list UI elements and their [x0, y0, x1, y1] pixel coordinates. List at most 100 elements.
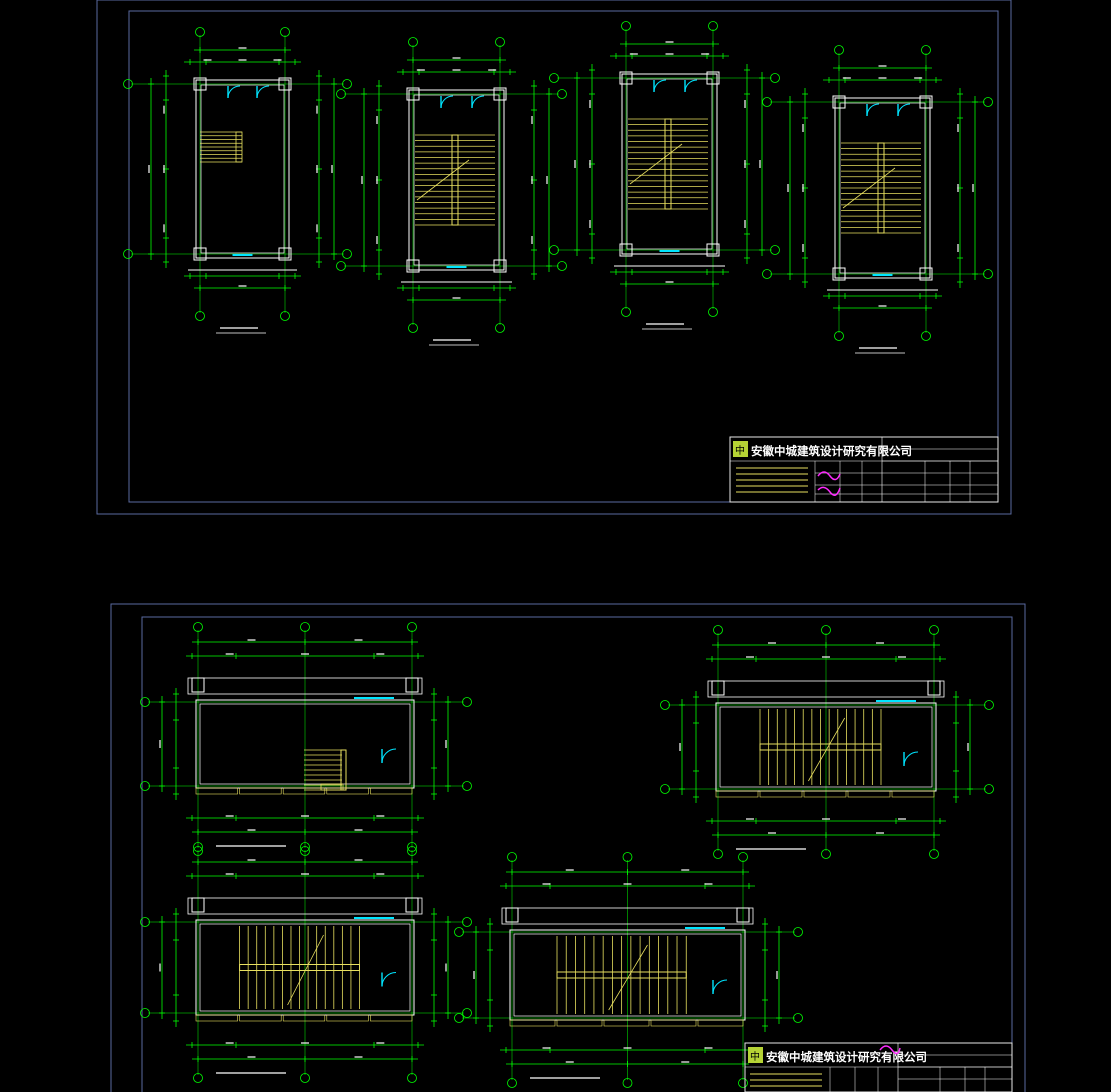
- wall-segment: [891, 790, 935, 798]
- axis-bubble-left: [140, 697, 150, 707]
- axis-bubble-bottom: [713, 849, 723, 859]
- axis-bubble-top: [713, 625, 723, 635]
- structural-column: [406, 87, 420, 101]
- axis-bubble-bottom: [495, 323, 505, 333]
- handrail: [556, 971, 687, 979]
- stair-plan-3: [549, 21, 780, 330]
- structural-column: [405, 677, 419, 693]
- axis-bubble-bottom: [408, 323, 418, 333]
- canopy-outline: [501, 907, 754, 925]
- structural-column: [278, 247, 292, 261]
- wall-segment: [195, 787, 238, 795]
- axis-bubble-right: [462, 917, 472, 927]
- axis-bubble-right: [793, 927, 803, 937]
- axis-bubble-left: [140, 1008, 150, 1018]
- axis-bubble-right: [462, 1008, 472, 1018]
- sheet-1-outer-border: [96, 0, 1012, 515]
- axis-bubble-bottom: [921, 331, 931, 341]
- axis-bubble-top: [621, 21, 631, 31]
- wall-segment: [195, 1014, 238, 1022]
- door-swing: [897, 103, 911, 117]
- axis-bubble-left: [762, 97, 772, 107]
- company-name: 安徽中城建筑设计研究有限公司: [766, 1050, 927, 1064]
- break-line: [287, 934, 324, 1006]
- structural-column: [711, 680, 725, 696]
- sheet-2-stair-plans: [140, 622, 994, 1088]
- structural-column: [927, 680, 941, 696]
- axis-bubble-top: [821, 625, 831, 635]
- door-arc: [381, 972, 397, 987]
- structural-column: [736, 907, 750, 923]
- wall-inner: [626, 78, 713, 250]
- structural-column: [619, 71, 633, 85]
- structural-column: [919, 95, 933, 109]
- sheet-1: 中 安徽中城建筑设计研究有限公司: [96, 0, 1012, 515]
- axis-bubble-bottom: [407, 1073, 417, 1083]
- axis-bubble-right: [342, 79, 352, 89]
- company-logo: [748, 1047, 763, 1063]
- axis-bubble-right: [462, 781, 472, 791]
- stair-plan-2: [336, 37, 567, 346]
- axis-bubble-top: [495, 37, 505, 47]
- axis-bubble-top: [408, 37, 418, 47]
- axis-bubble-bottom: [622, 1078, 633, 1088]
- wall-inner: [413, 94, 500, 266]
- door-swing: [256, 85, 270, 99]
- door-arc: [653, 79, 667, 93]
- wall-inner: [719, 706, 933, 788]
- door-swing: [903, 751, 919, 767]
- structural-column: [706, 71, 720, 85]
- axis-bubble-left: [549, 73, 559, 83]
- axis-bubble-left: [660, 784, 670, 794]
- axis-bubble-top: [738, 852, 748, 862]
- door-arc: [684, 79, 698, 93]
- wall-segment: [239, 1014, 282, 1022]
- stair-flight: [556, 936, 687, 1014]
- door-arc: [227, 85, 241, 99]
- axis-bubble-bottom: [834, 331, 844, 341]
- axis-bubble-bottom: [280, 311, 290, 321]
- door-swing: [381, 748, 397, 764]
- wall-segment: [370, 787, 413, 795]
- company-logo-text: 中: [735, 444, 745, 457]
- stair-flight: [415, 134, 495, 226]
- structural-column: [832, 95, 846, 109]
- wall-inner: [199, 923, 411, 1012]
- wall-segment: [697, 1019, 744, 1027]
- axis-bubble-bottom: [507, 1078, 517, 1088]
- sheet-2: 中 安徽中城建筑设计研究有限公司: [110, 603, 1026, 1092]
- sheet-1-inner-border: [128, 10, 999, 503]
- sheet-2-outer-border: [110, 603, 1026, 1092]
- stair-flight: [239, 926, 360, 1009]
- wall-segment: [326, 787, 369, 795]
- structural-column: [405, 897, 419, 913]
- axis-bubble-bottom: [738, 1078, 748, 1088]
- canopy-outline: [707, 680, 945, 698]
- axis-bubble-left: [336, 261, 346, 271]
- wall-outline: [195, 79, 290, 259]
- break-line: [608, 944, 648, 1011]
- structural-column: [619, 243, 633, 257]
- handrail: [877, 142, 885, 234]
- door-arc: [903, 751, 919, 767]
- structural-column: [191, 897, 205, 913]
- axis-bubble-left: [140, 781, 150, 791]
- axis-bubble-left: [454, 1013, 464, 1023]
- door-arc: [712, 979, 728, 995]
- door-swing: [227, 85, 241, 99]
- stair-flight: [200, 131, 242, 163]
- company-logo-text: 中: [750, 1050, 760, 1063]
- axis-bubble-right: [770, 245, 780, 255]
- wall-segment: [650, 1019, 697, 1027]
- signature-mark: [817, 486, 841, 496]
- door-swing: [866, 103, 880, 117]
- structural-column: [193, 77, 207, 91]
- break-line: [808, 717, 846, 782]
- wall-segment: [282, 787, 326, 795]
- axis-bubble-left: [123, 79, 133, 89]
- door-arc: [440, 95, 454, 109]
- axis-bubble-left: [123, 249, 133, 259]
- axis-bubble-bottom: [193, 1073, 203, 1083]
- canopy-outline: [187, 677, 423, 695]
